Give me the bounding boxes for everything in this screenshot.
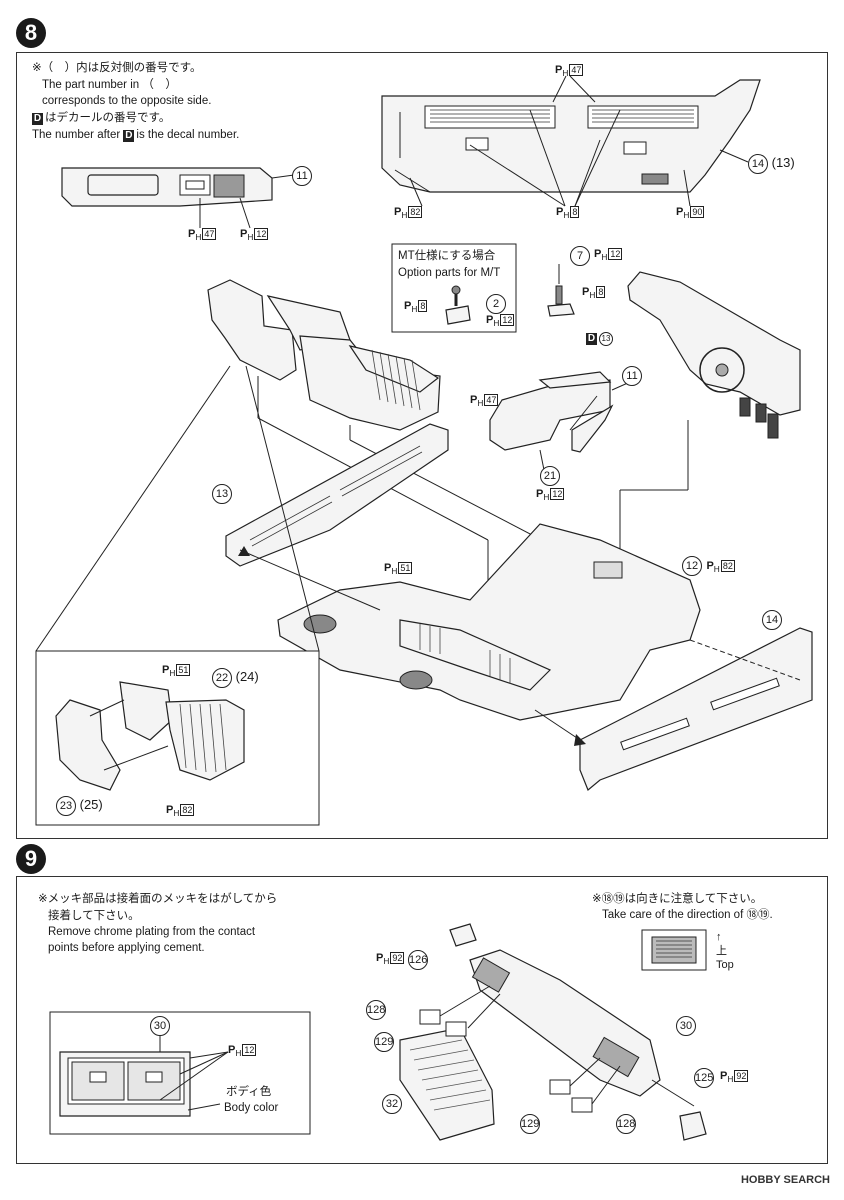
part-25-pair: (25) xyxy=(79,797,103,812)
step9-note-en-1: Remove chrome plating from the contact xyxy=(48,926,256,938)
step9-note-jp-2: 接着して下さい。 xyxy=(48,910,140,922)
rear-seat-inset xyxy=(35,365,320,826)
part-14-13-label: 14 (13) xyxy=(748,154,795,174)
top-jp-label: 上 xyxy=(716,945,727,957)
mt-option-jp: MT仕様にする場合 xyxy=(398,250,496,262)
part-129-label-lower: 129 xyxy=(520,1114,540,1134)
step-8-badge: 8 xyxy=(16,18,46,48)
decal-note-jp: はデカールの番号です。 xyxy=(45,112,171,124)
part-22-24-label: 22 (24) xyxy=(212,668,259,688)
side-panel-13-drawing xyxy=(225,423,449,611)
floor-tub-drawing xyxy=(277,523,701,721)
hobby-search-watermark: HOBBY SEARCH xyxy=(740,1174,830,1186)
decal-d-icon-2: D xyxy=(123,130,135,142)
step9-note-jp-1: ※メッキ部品は接着面のメッキをはがしてから xyxy=(38,893,278,905)
decal-d-icon-3: D xyxy=(586,333,597,345)
mt-option-box xyxy=(391,243,517,333)
part-13-label: 13 xyxy=(212,484,232,504)
part-11-label: 11 xyxy=(292,166,312,186)
top-direction-label: ↑ 上 Top xyxy=(716,930,734,972)
shift-boot-drawing xyxy=(547,264,575,317)
side-panel-14-drawing xyxy=(534,627,813,791)
part-30-inset-label: 30 xyxy=(150,1016,170,1036)
part-128-label-lower: 128 xyxy=(616,1114,636,1134)
part-14-label: 14 xyxy=(762,610,782,630)
top-en-label: Top xyxy=(716,959,734,971)
step8-note-en-1a: The part number in （ ） xyxy=(42,79,177,91)
part-11-console-label: 11 xyxy=(622,366,642,386)
body-color-jp: ボディ色 xyxy=(226,1086,272,1098)
mt-option-en: Option parts for M/T xyxy=(398,267,501,279)
part-128-label-upper: 128 xyxy=(366,1000,386,1020)
decal-13-circle: 13 xyxy=(599,332,613,346)
part-30-label: 30 xyxy=(676,1016,696,1036)
part-14-circle: 14 xyxy=(748,154,768,174)
direction-sample-drawing xyxy=(641,929,707,971)
part-7-label: 7 xyxy=(570,246,590,266)
part-24-pair: (24) xyxy=(235,669,259,684)
step-9-badge: 9 xyxy=(16,844,46,874)
tail-light-inset xyxy=(49,1011,311,1135)
direction-note-jp: ※⑱⑲は向きに注意して下さい。 xyxy=(592,893,763,905)
part-22-circle: 22 xyxy=(212,668,232,688)
part-2-label: 2 xyxy=(486,294,506,314)
tail-panel-drawing xyxy=(399,923,707,1141)
part-125-label: 125 xyxy=(694,1068,714,1088)
step8-note-en-1b: corresponds to the opposite side. xyxy=(42,95,212,107)
part-13-pair: (13) xyxy=(771,155,795,170)
body-color-en: Body color xyxy=(224,1102,279,1114)
decal-note-en-b: is the decal number. xyxy=(136,129,240,141)
part-129-label-upper: 129 xyxy=(374,1032,394,1052)
dashboard-drawing xyxy=(614,271,801,570)
decal-note-en-a: The number after xyxy=(32,129,121,141)
step8-note-jp-1: ※（ ）内は反対側の番号です。 xyxy=(32,62,202,74)
decal-d-icon: D xyxy=(32,113,43,125)
console-drawing xyxy=(61,167,295,229)
part-21-label: 21 xyxy=(540,466,560,486)
part-126-label: 126 xyxy=(408,950,428,970)
direction-note-en: Take care of the direction of ⑱⑲. xyxy=(602,909,773,921)
part-12-circle: 12 xyxy=(682,556,702,576)
step9-note-en-2: points before applying cement. xyxy=(48,942,205,954)
part-32-label: 32 xyxy=(382,1094,402,1114)
part-23-25-label: 23 (25) xyxy=(56,796,103,816)
part-23-circle: 23 xyxy=(56,796,76,816)
up-arrow-icon: ↑ xyxy=(716,931,722,943)
door-trim-drawing xyxy=(381,75,761,207)
